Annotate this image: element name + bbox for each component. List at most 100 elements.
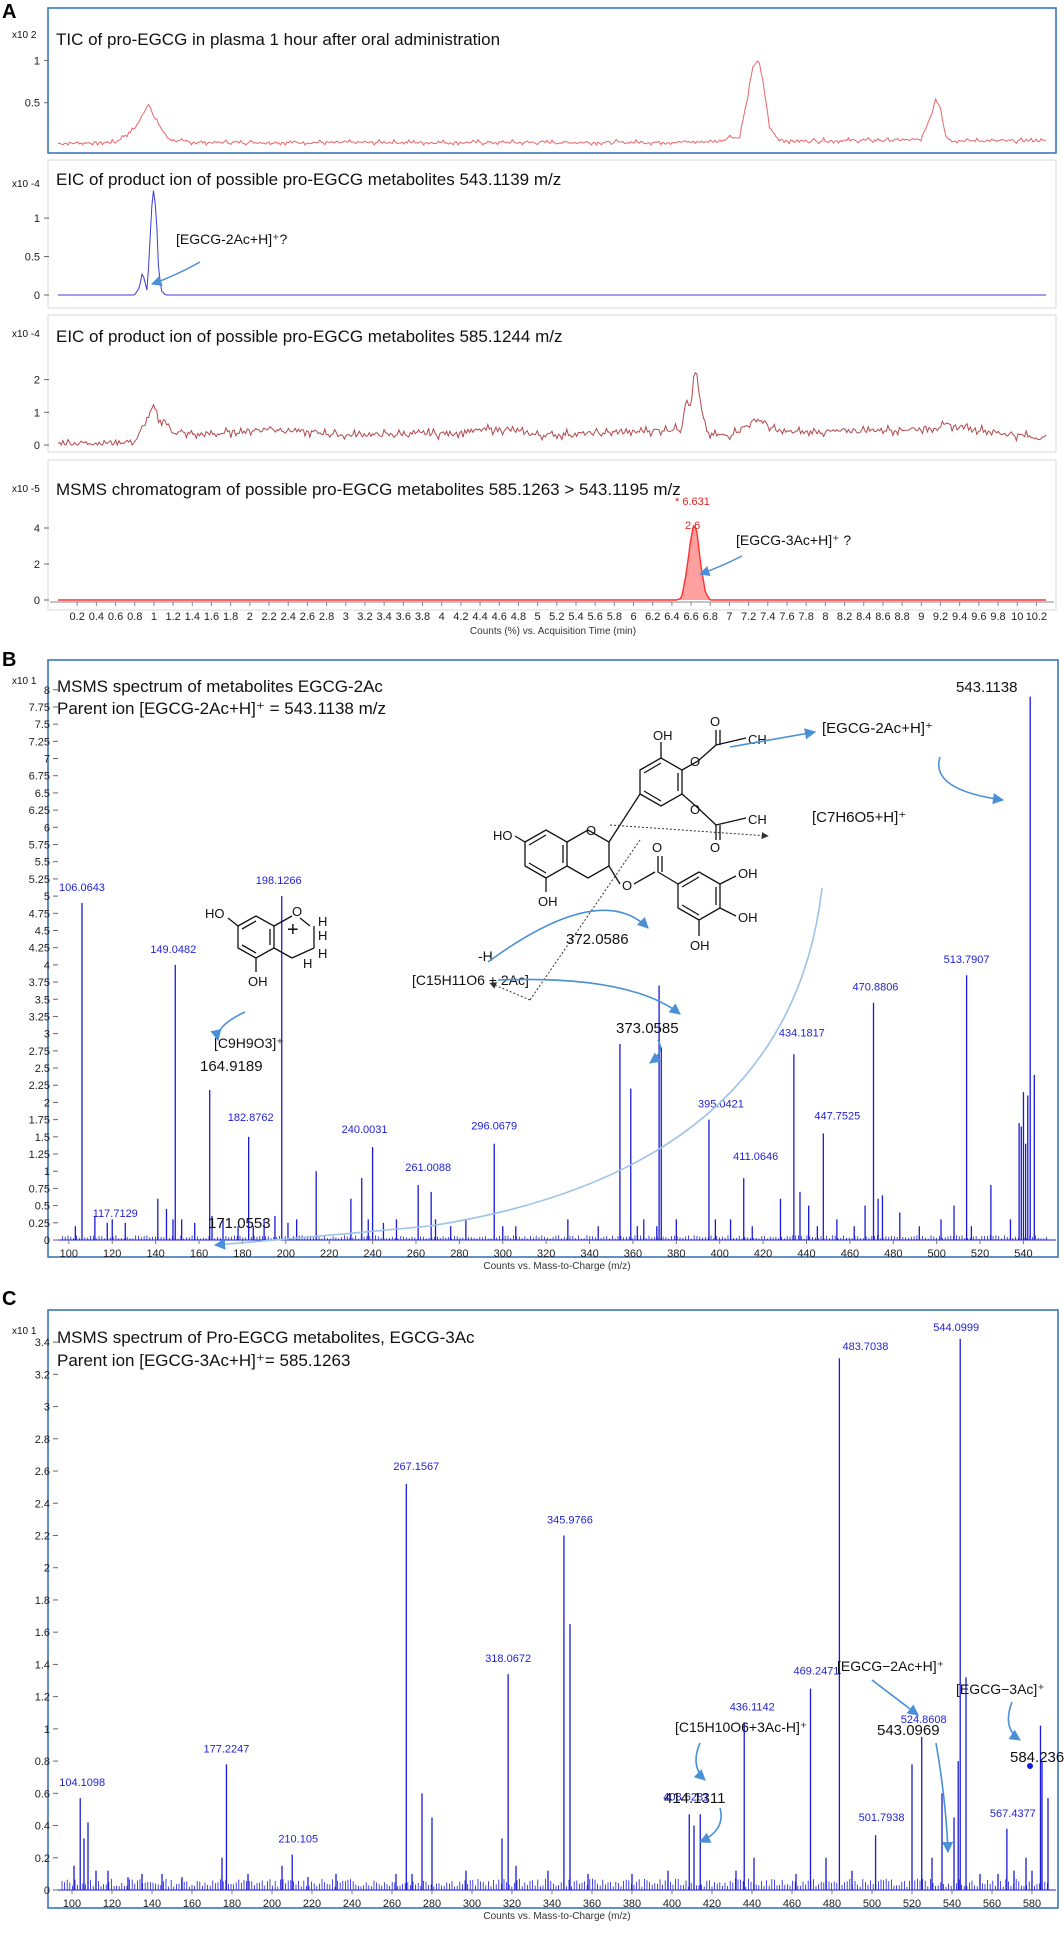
b-annot-parent-ion: [EGCG-2Ac+H]⁺: [822, 720, 933, 737]
o-label-ac1-carbonyl: O: [710, 714, 720, 729]
ytick-label: 0.6: [35, 1788, 50, 1800]
eic585-title: EIC of product ion of possible pro-EGCG …: [56, 327, 562, 346]
ytick-label: 3.25: [29, 1011, 50, 1023]
spectrum-b-frame: [47, 659, 1059, 1258]
arrow-to-parent-ion: [729, 728, 817, 748]
xtick-label: 140: [146, 1248, 164, 1260]
x-axis-title: Counts vs. Mass-to-Charge (m/z): [483, 1261, 630, 1272]
time-tick-label: 0.8: [127, 611, 142, 623]
b-annot-543: 543.1138: [956, 679, 1017, 696]
time-tick-label: 6.2: [645, 611, 660, 623]
peak-label: 296.0679: [471, 1121, 517, 1133]
spectrum-b-subtitle: Parent ion [EGCG-2Ac+H]⁺ = 543.1138 m/z: [57, 699, 386, 718]
o-label-ac2: O: [690, 802, 700, 817]
eic585-multiplier: x10 -4: [12, 329, 40, 340]
time-tick-label: 4: [439, 611, 445, 623]
c-annot-egcg2ac: [EGCG−2Ac+H]⁺: [837, 1658, 944, 1674]
panel-label-c: C: [2, 1288, 16, 1310]
time-tick-label: 1.6: [204, 611, 219, 623]
time-tick-label: 2.6: [300, 611, 315, 623]
ytick-label: 4: [44, 960, 50, 972]
time-tick-label: 8.4: [856, 611, 871, 623]
xtick-label: 120: [103, 1248, 121, 1260]
arrow-to-584-label: [1007, 1701, 1021, 1741]
time-tick-label: 3.2: [357, 611, 372, 623]
peak-label: 106.0643: [59, 882, 105, 894]
eic543-arrow: [151, 261, 201, 286]
time-tick-label: 7.2: [741, 611, 756, 623]
ytick-label: 1: [34, 407, 40, 419]
xtick-label: 420: [754, 1248, 772, 1260]
time-tick-label: 9.8: [990, 611, 1005, 623]
ytick-label: 0: [34, 440, 40, 452]
ytick-label: 0: [44, 1885, 50, 1897]
xtick-label: 480: [823, 1898, 841, 1910]
msms-peak-label-rt: * 6.631: [675, 496, 710, 508]
ytick-label: 1.8: [35, 1595, 50, 1607]
xtick-label: 400: [663, 1898, 681, 1910]
arrow-414-to-peak: [698, 1807, 722, 1843]
ytick-label: 1: [34, 55, 40, 67]
time-tick-label: 3: [343, 611, 349, 623]
peak-label: 104.1098: [59, 1777, 105, 1789]
tic-plot-frame: [47, 7, 1057, 154]
arrow-543-to-peak: [935, 1742, 954, 1854]
eic543-chart: 10.50: [25, 190, 1046, 302]
o-label-ester: O: [622, 878, 632, 893]
xtick-label: 100: [63, 1898, 81, 1910]
time-tick-label: 5: [535, 611, 541, 623]
xtick-label: 200: [277, 1248, 295, 1260]
ytick-label: 0.5: [25, 98, 40, 110]
time-tick-label: 5.8: [607, 611, 622, 623]
peak-label: 411.0646: [733, 1151, 778, 1163]
time-tick-label: 1: [151, 611, 157, 623]
oh-label-a: OH: [538, 894, 558, 909]
ytick-label: 2.6: [35, 1466, 50, 1478]
b-annot-c9: [C9H9O3]⁺: [214, 1035, 284, 1051]
ytick-label: 7.5: [35, 719, 50, 731]
xtick-label: 500: [927, 1248, 945, 1260]
time-tick-label: 2: [247, 611, 253, 623]
arrow-to-372: [487, 909, 649, 963]
eic543-multiplier: x10 -4: [12, 179, 40, 190]
peak-label: 470.8806: [853, 982, 899, 994]
arrow-to-414-label: [693, 1742, 706, 1781]
ytick-label: 6.75: [29, 771, 50, 783]
peak-label: 567.4377: [990, 1808, 1036, 1820]
series-line: [58, 524, 1046, 601]
msms-peak-label-area: 2.6: [685, 520, 700, 532]
arrow-to-c9: [210, 1011, 246, 1042]
spectrum-b-multiplier: x10 1: [12, 676, 37, 687]
time-tick-label: 9: [918, 611, 924, 623]
msms-annotation: [EGCG-3Ac+H]⁺ ?: [736, 532, 851, 548]
peak-label: 501.7938: [859, 1812, 905, 1824]
xtick-label: 460: [783, 1898, 801, 1910]
time-tick-label: 5.4: [568, 611, 583, 623]
peak-label: 182.8762: [228, 1112, 274, 1124]
xtick-label: 100: [60, 1248, 78, 1260]
ytick-label: 1.25: [29, 1149, 50, 1161]
ho-label-a: HO: [493, 828, 513, 843]
xtick-label: 380: [623, 1898, 641, 1910]
egcg-2ac-structure-labels: HO OH O OH O O CH O O CH O O OH OH OH: [493, 714, 767, 953]
ytick-label: 4: [34, 523, 40, 535]
peak-label: 210.105: [278, 1834, 318, 1846]
c-marker-584: [1027, 1763, 1033, 1769]
msms-arrow: [699, 555, 743, 576]
eic543-plot-frame: [47, 159, 1057, 309]
time-tick-label: 1.2: [165, 611, 180, 623]
eic543-title: EIC of product ion of possible pro-EGCG …: [56, 170, 561, 189]
ytick-label: 0.4: [35, 1821, 50, 1833]
xtick-label: 220: [303, 1898, 321, 1910]
o-label-ac2-carbonyl: O: [710, 840, 720, 855]
xtick-label: 200: [263, 1898, 281, 1910]
peak-label: 544.0999: [933, 1322, 979, 1334]
eic585-plot-frame: [47, 314, 1057, 453]
ytick-label: 6: [44, 822, 50, 834]
time-tick-label: 4.8: [511, 611, 526, 623]
ch3-label-2: CH: [748, 812, 767, 827]
ytick-label: 2: [44, 1097, 50, 1109]
time-tick-label: 6.4: [664, 611, 679, 623]
peak-label: 447.7525: [814, 1110, 860, 1122]
oh-label-g3: OH: [690, 938, 710, 953]
